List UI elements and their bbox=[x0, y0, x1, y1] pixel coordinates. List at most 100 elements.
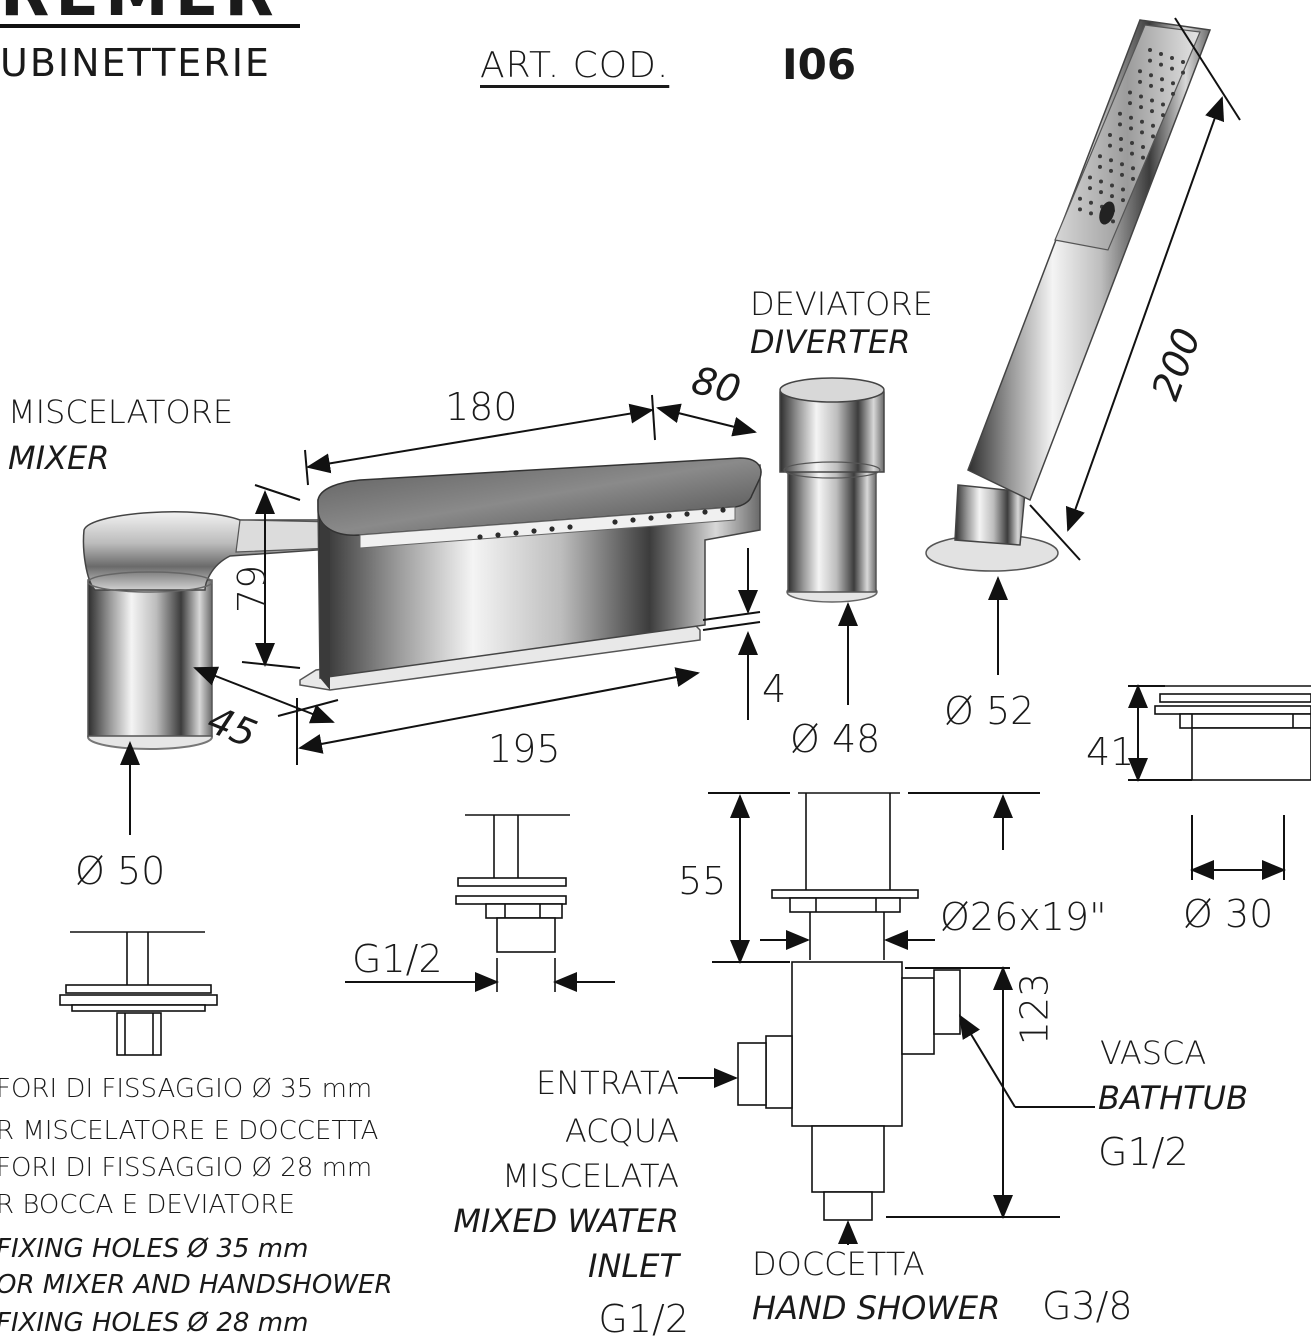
dim-spout-depth: 80 bbox=[687, 357, 745, 413]
nozzle-dot bbox=[1098, 164, 1102, 169]
nozzle-dot bbox=[1121, 187, 1125, 192]
nozzle-dot bbox=[1131, 176, 1135, 181]
note-en-1: FIXING HOLES Ø 35 mm bbox=[0, 1234, 309, 1264]
nozzle-dot bbox=[1138, 79, 1142, 84]
bathtub-label-it: VASCA bbox=[1100, 1034, 1207, 1072]
nozzle-dot bbox=[1121, 198, 1125, 203]
diverter-illustration bbox=[779, 377, 885, 603]
nozzle-dot bbox=[1120, 162, 1124, 167]
nozzle-dot bbox=[1170, 56, 1174, 60]
nozzle-dot bbox=[1161, 113, 1165, 118]
nozzle-dot bbox=[1149, 73, 1153, 78]
nozzle-dot bbox=[1161, 102, 1165, 107]
nozzle-dot bbox=[1109, 158, 1113, 163]
diverter-label-it: DEVIATORE bbox=[750, 285, 933, 323]
nozzle-dot bbox=[1138, 69, 1142, 74]
nozzle-dot bbox=[1141, 145, 1145, 149]
nozzle-dot bbox=[1111, 219, 1115, 224]
inlet-label-en-1: MIXED WATER bbox=[453, 1202, 679, 1240]
brand-underline bbox=[0, 24, 300, 28]
nozzle-dot bbox=[1130, 141, 1134, 145]
nozzle-dot bbox=[1078, 207, 1082, 212]
art-code-label: ART. COD. bbox=[480, 45, 670, 86]
dim-diverter-diameter: Ø 48 bbox=[790, 717, 881, 761]
nozzle-dot bbox=[1151, 123, 1155, 128]
nozzle-dot bbox=[1108, 143, 1112, 148]
mixer-fixing-detail bbox=[59, 931, 218, 1056]
nozzle-dot bbox=[1089, 211, 1093, 216]
nozzle-dot bbox=[1148, 58, 1152, 63]
handshower-thread: G3/8 bbox=[1042, 1284, 1133, 1328]
diverter-label-en: DIVERTER bbox=[750, 323, 911, 361]
nozzle-dot bbox=[1118, 122, 1122, 127]
nozzle-dot bbox=[1099, 179, 1103, 184]
nozzle-dot bbox=[1128, 101, 1132, 106]
handshower-label-it: DOCCETTA bbox=[752, 1245, 925, 1283]
handshower-illustration bbox=[925, 19, 1212, 572]
dim-body-height: 123 bbox=[1012, 972, 1057, 1046]
nozzle-dot bbox=[1141, 155, 1145, 160]
mixer-label-it: MISCELATORE bbox=[8, 393, 234, 431]
spout-fixing-detail bbox=[455, 814, 570, 992]
dim-handshower-diameter: Ø 52 bbox=[944, 689, 1035, 733]
nozzle-dot bbox=[1150, 98, 1154, 103]
nozzle-dot bbox=[1159, 52, 1163, 56]
nozzle-dot bbox=[1170, 66, 1174, 71]
bathtub-thread: G1/2 bbox=[1098, 1130, 1189, 1174]
nozzle-dot bbox=[1110, 183, 1114, 188]
nozzle-dot bbox=[1131, 166, 1135, 171]
nozzle-dot bbox=[1151, 134, 1155, 139]
nozzle-dot bbox=[1139, 94, 1143, 99]
handshower-label-en: HAND SHOWER bbox=[752, 1289, 1001, 1327]
nozzle-dot bbox=[1099, 190, 1103, 195]
note-it-3: FORI DI FISSAGGIO Ø 28 mm bbox=[0, 1153, 373, 1183]
nozzle-dot bbox=[1149, 83, 1153, 88]
dim-holder-height: 41 bbox=[1086, 730, 1135, 774]
note-en-3: FIXING HOLES Ø 28 mm bbox=[0, 1308, 309, 1338]
inlet-thread: G1/2 bbox=[598, 1297, 689, 1341]
nozzle-dot bbox=[1140, 130, 1144, 135]
nozzle-dot bbox=[1171, 81, 1175, 86]
nozzle-dot bbox=[1181, 70, 1185, 75]
bathtub-label-en: BATHTUB bbox=[1098, 1079, 1249, 1117]
brand-subtitle: UBINETTERIE bbox=[0, 41, 271, 85]
inlet-label-en-2: INLET bbox=[588, 1247, 679, 1285]
dim-spout-length: 180 bbox=[445, 385, 518, 429]
nozzle-dot bbox=[1119, 147, 1123, 152]
note-it-2: R MISCELATORE E DOCCETTA bbox=[0, 1116, 379, 1146]
nozzle-dot bbox=[1118, 111, 1122, 116]
inlet-label-2: ACQUA bbox=[564, 1112, 679, 1150]
dimension-lines-top bbox=[120, 17, 1241, 835]
nozzle-dot bbox=[1108, 133, 1112, 137]
dim-mixer-height: 79 bbox=[230, 564, 275, 614]
holder-section bbox=[1154, 685, 1311, 781]
nozzle-dot bbox=[1088, 175, 1092, 180]
dim-holder-diameter: Ø 30 bbox=[1183, 892, 1274, 936]
dim-mixer-diameter: Ø 50 bbox=[75, 849, 166, 893]
mixer-label-en: MIXER bbox=[8, 439, 110, 477]
nozzle-dot bbox=[1129, 126, 1133, 131]
dim-gap: 4 bbox=[762, 667, 787, 711]
nozzle-dot bbox=[1129, 115, 1133, 120]
nozzle-dot bbox=[1089, 200, 1093, 205]
dim-diverter-shank: 55 bbox=[678, 859, 727, 903]
nozzle-dot bbox=[1119, 137, 1123, 141]
note-it-4: R BOCCA E DEVIATORE bbox=[0, 1190, 295, 1220]
brand-logo-text: REMER bbox=[0, 0, 280, 26]
note-it-1: FORI DI FISSAGGIO Ø 35 mm bbox=[0, 1074, 373, 1104]
nozzle-dot bbox=[1128, 90, 1132, 95]
nozzle-dot bbox=[1088, 186, 1092, 191]
nozzle-dot bbox=[1139, 105, 1143, 110]
nozzle-dot bbox=[1181, 60, 1185, 64]
nozzle-dot bbox=[1148, 48, 1152, 52]
spout-illustration bbox=[299, 457, 762, 691]
note-en-2: OR MIXER AND HANDSHOWER bbox=[0, 1270, 393, 1300]
nozzle-dot bbox=[1160, 87, 1164, 92]
nozzle-dot bbox=[1140, 119, 1144, 124]
nozzle-dot bbox=[1098, 154, 1102, 159]
dim-spout-thread: G1/2 bbox=[352, 937, 443, 981]
nozzle-dot bbox=[1109, 168, 1113, 173]
nozzle-dot bbox=[1130, 151, 1134, 156]
dim-diverter-thread: Ø26x19" bbox=[940, 895, 1107, 939]
